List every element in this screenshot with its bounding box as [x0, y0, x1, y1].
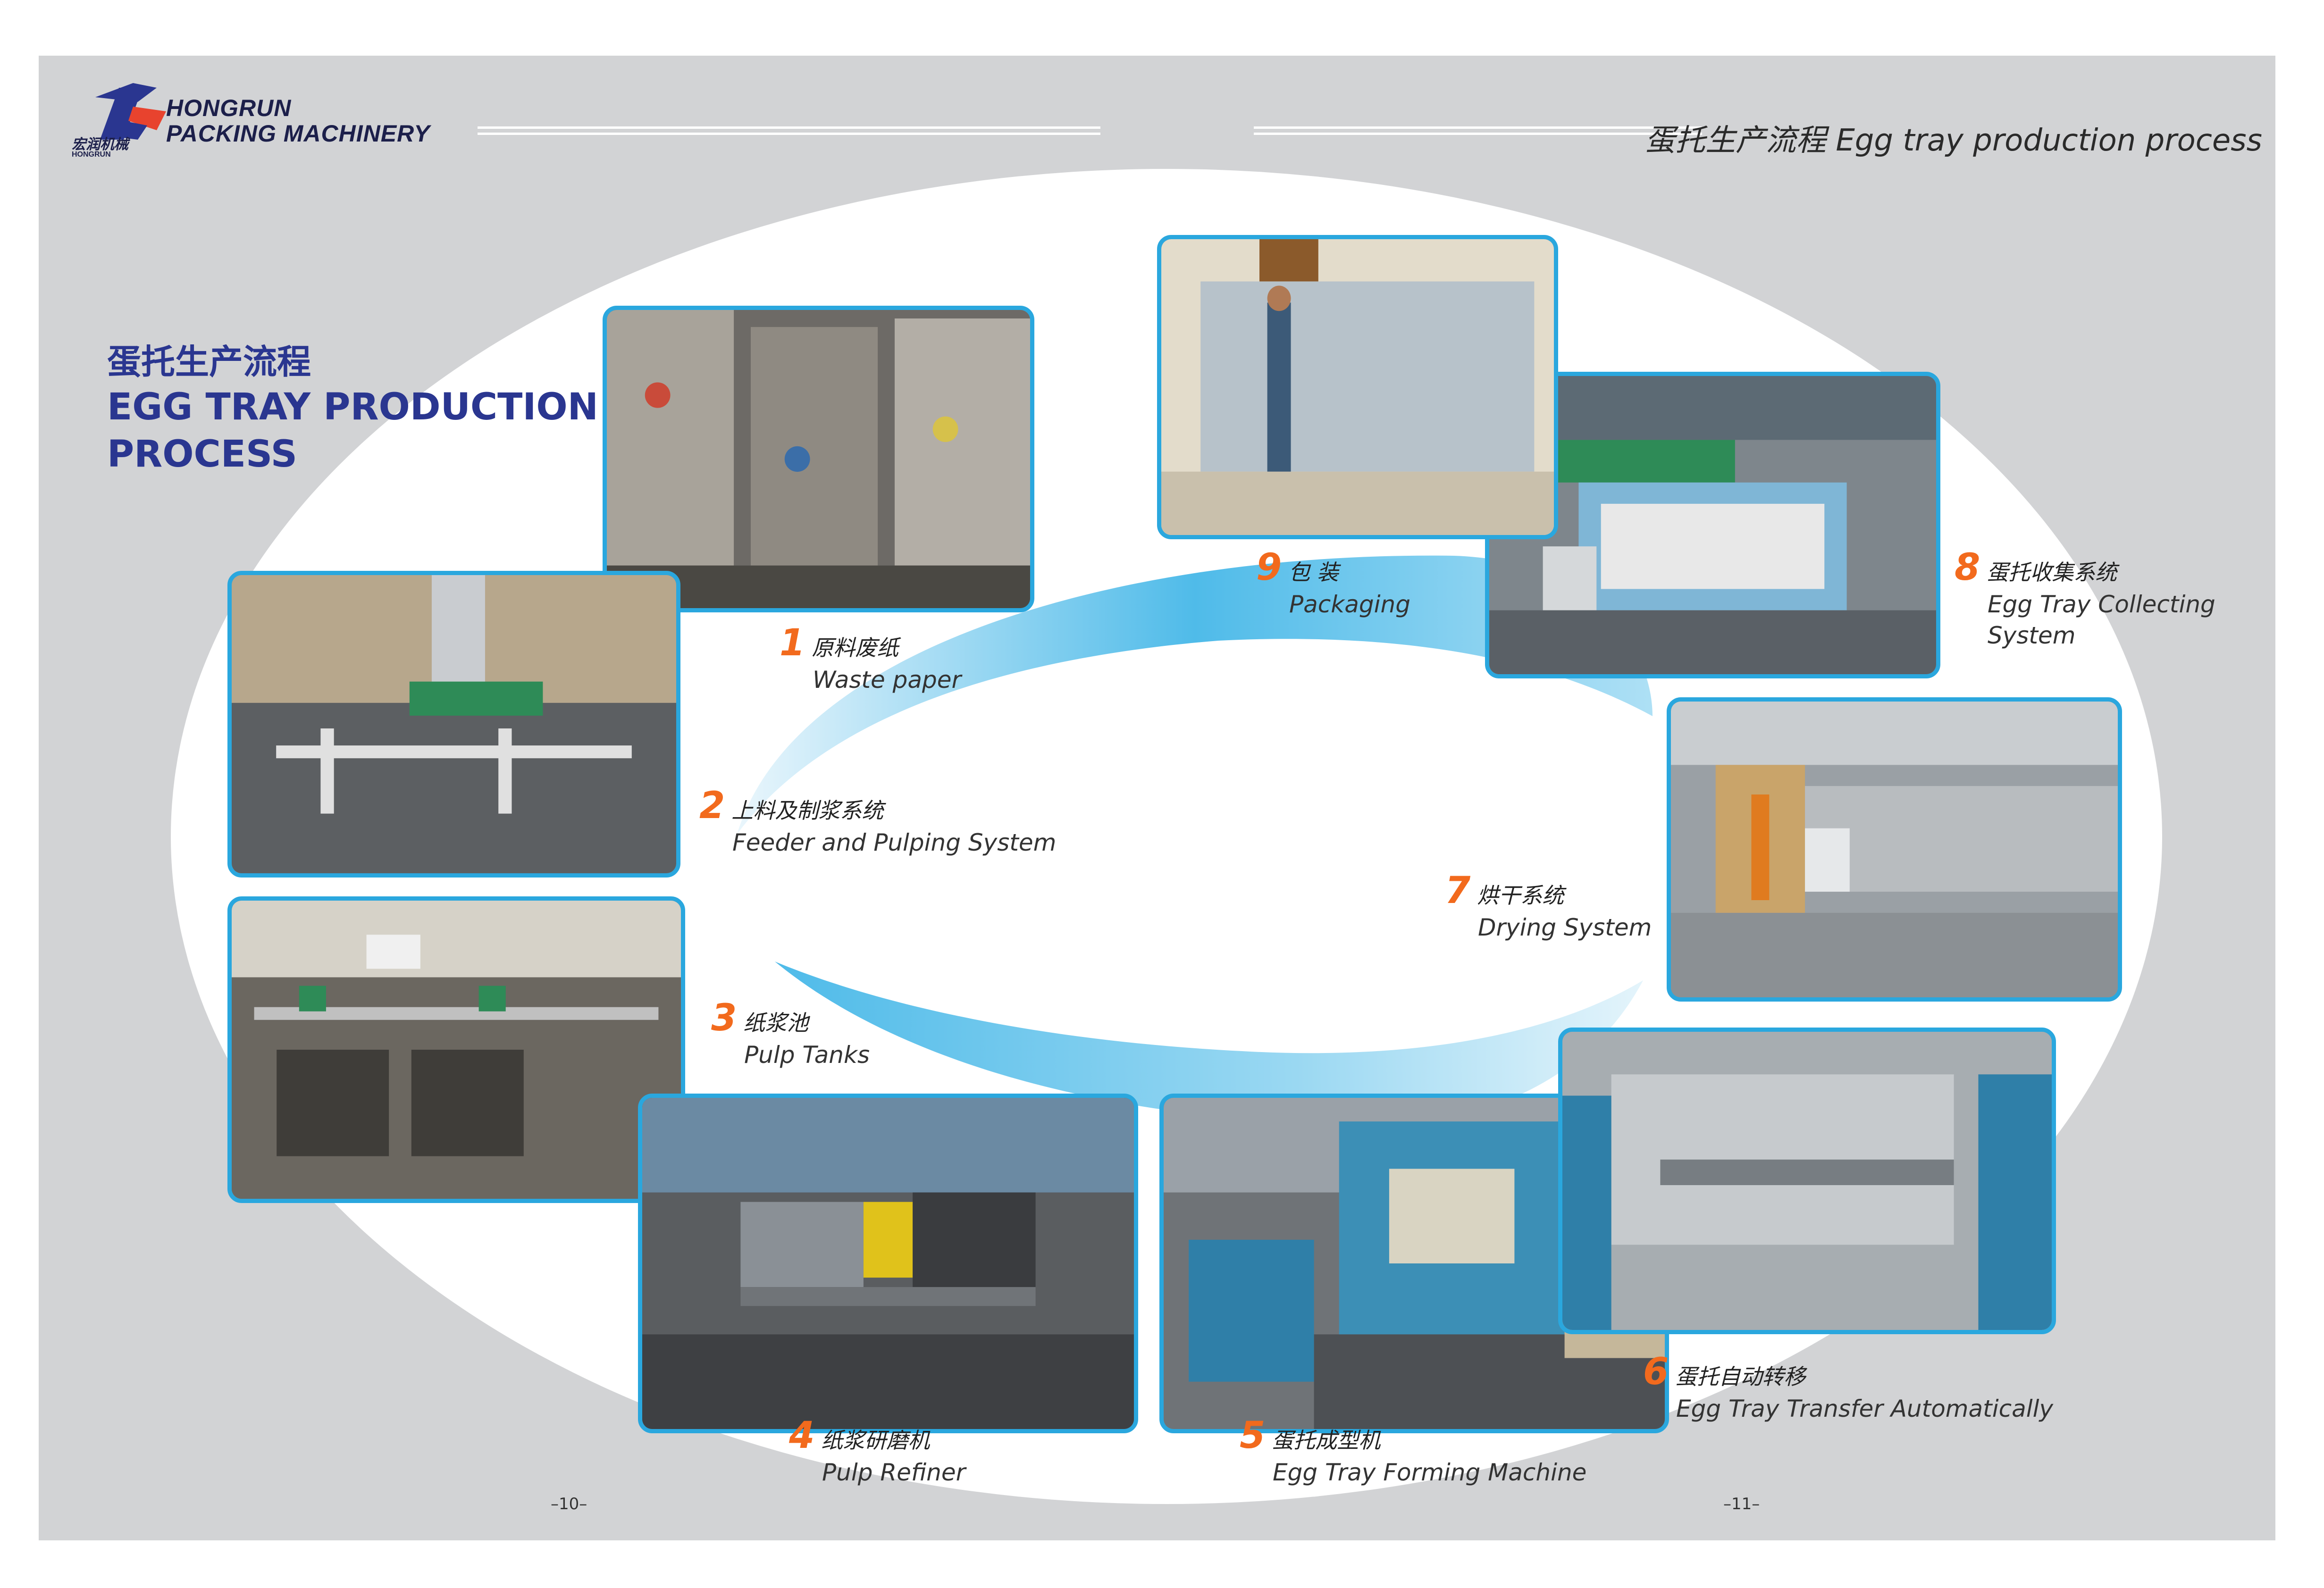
photo-tray-collecting [1485, 372, 1940, 678]
step-2-number: 2 [699, 785, 725, 827]
logo-text-cn: 宏润机械 [72, 136, 130, 153]
photo-waste-paper [603, 306, 1034, 612]
header-title: 蛋托生产流程 Egg tray production process [1645, 123, 2262, 158]
step-7-cn: 烘干系统 [1477, 883, 1564, 908]
step-8-label: 8 蛋托收集系统 Egg Tray Collecting System [1955, 546, 2215, 651]
photo-drying-system [1667, 697, 2122, 1002]
brochure-spread: 宏润机械 HONGRUN HONGRUN PACKING MACHINERY 蛋… [39, 56, 2275, 1540]
page-title: 蛋托生产流程 EGG TRAY PRODUCTION PROCESS [107, 334, 598, 478]
page-number-right: –11– [1723, 1495, 1760, 1513]
step-6-number: 6 [1643, 1351, 1669, 1393]
step-1-cn: 原料废纸 [812, 635, 899, 660]
step-1-en: Waste paper [813, 666, 962, 694]
page-title-cn: 蛋托生产流程 [107, 342, 311, 382]
logo-text-en: HONGRUN [72, 150, 111, 159]
process-cycle-arrow [737, 555, 1653, 1123]
page-title-en-1: EGG TRAY PRODUCTION [107, 386, 598, 428]
step-4-en: Pulp Refiner [822, 1459, 966, 1486]
step-6-en: Egg Tray Transfer Automatically [1676, 1395, 2054, 1422]
step-3-cn: 纸浆池 [743, 1010, 809, 1036]
step-1-label: 1 原料废纸 Waste paper [780, 622, 961, 695]
brand-line-2: PACKING MACHINERY [166, 120, 430, 147]
step-3-number: 3 [711, 997, 737, 1039]
hongrun-logo-icon: 宏润机械 HONGRUN [72, 83, 166, 159]
step-1-number: 1 [780, 622, 805, 664]
step-2-en: Feeder and Pulping System [732, 829, 1057, 856]
page-number-left: –10– [551, 1495, 587, 1513]
step-4-cn: 纸浆研磨机 [821, 1428, 930, 1453]
brand-name: HONGRUN PACKING MACHINERY [166, 96, 430, 145]
step-3-en: Pulp Tanks [744, 1041, 870, 1069]
step-4-number: 4 [789, 1414, 815, 1457]
photo-forming-machine [1159, 1094, 1669, 1433]
step-5-cn: 蛋托成型机 [1272, 1428, 1381, 1453]
photo-pulp-refiner [638, 1094, 1138, 1433]
step-9-en: Packaging [1289, 591, 1410, 618]
header-rule-right [1254, 126, 1702, 135]
step-7-number: 7 [1445, 869, 1471, 912]
step-9-cn: 包 装 [1288, 560, 1339, 585]
step-6-cn: 蛋托自动转移 [1675, 1364, 1806, 1389]
step-5-number: 5 [1240, 1414, 1266, 1457]
header-rule-left [478, 126, 1100, 135]
photo-tray-transfer [1558, 1028, 2056, 1334]
step-2-cn: 上料及制浆系统 [731, 798, 884, 823]
step-8-number: 8 [1955, 546, 1980, 589]
brand-line-1: HONGRUN [166, 95, 292, 121]
photo-feeder-pulping [227, 571, 680, 878]
step-9-number: 9 [1256, 546, 1282, 589]
step-7-en: Drying System [1478, 914, 1652, 941]
page-title-en-2: PROCESS [107, 433, 297, 476]
step-8-cn: 蛋托收集系统 [1987, 560, 2117, 585]
step-8-en: Egg Tray Collecting System [1988, 591, 2215, 649]
photo-pulp-tanks [227, 896, 685, 1203]
photo-packaging [1157, 235, 1558, 539]
step-5-en: Egg Tray Forming Machine [1273, 1459, 1587, 1486]
